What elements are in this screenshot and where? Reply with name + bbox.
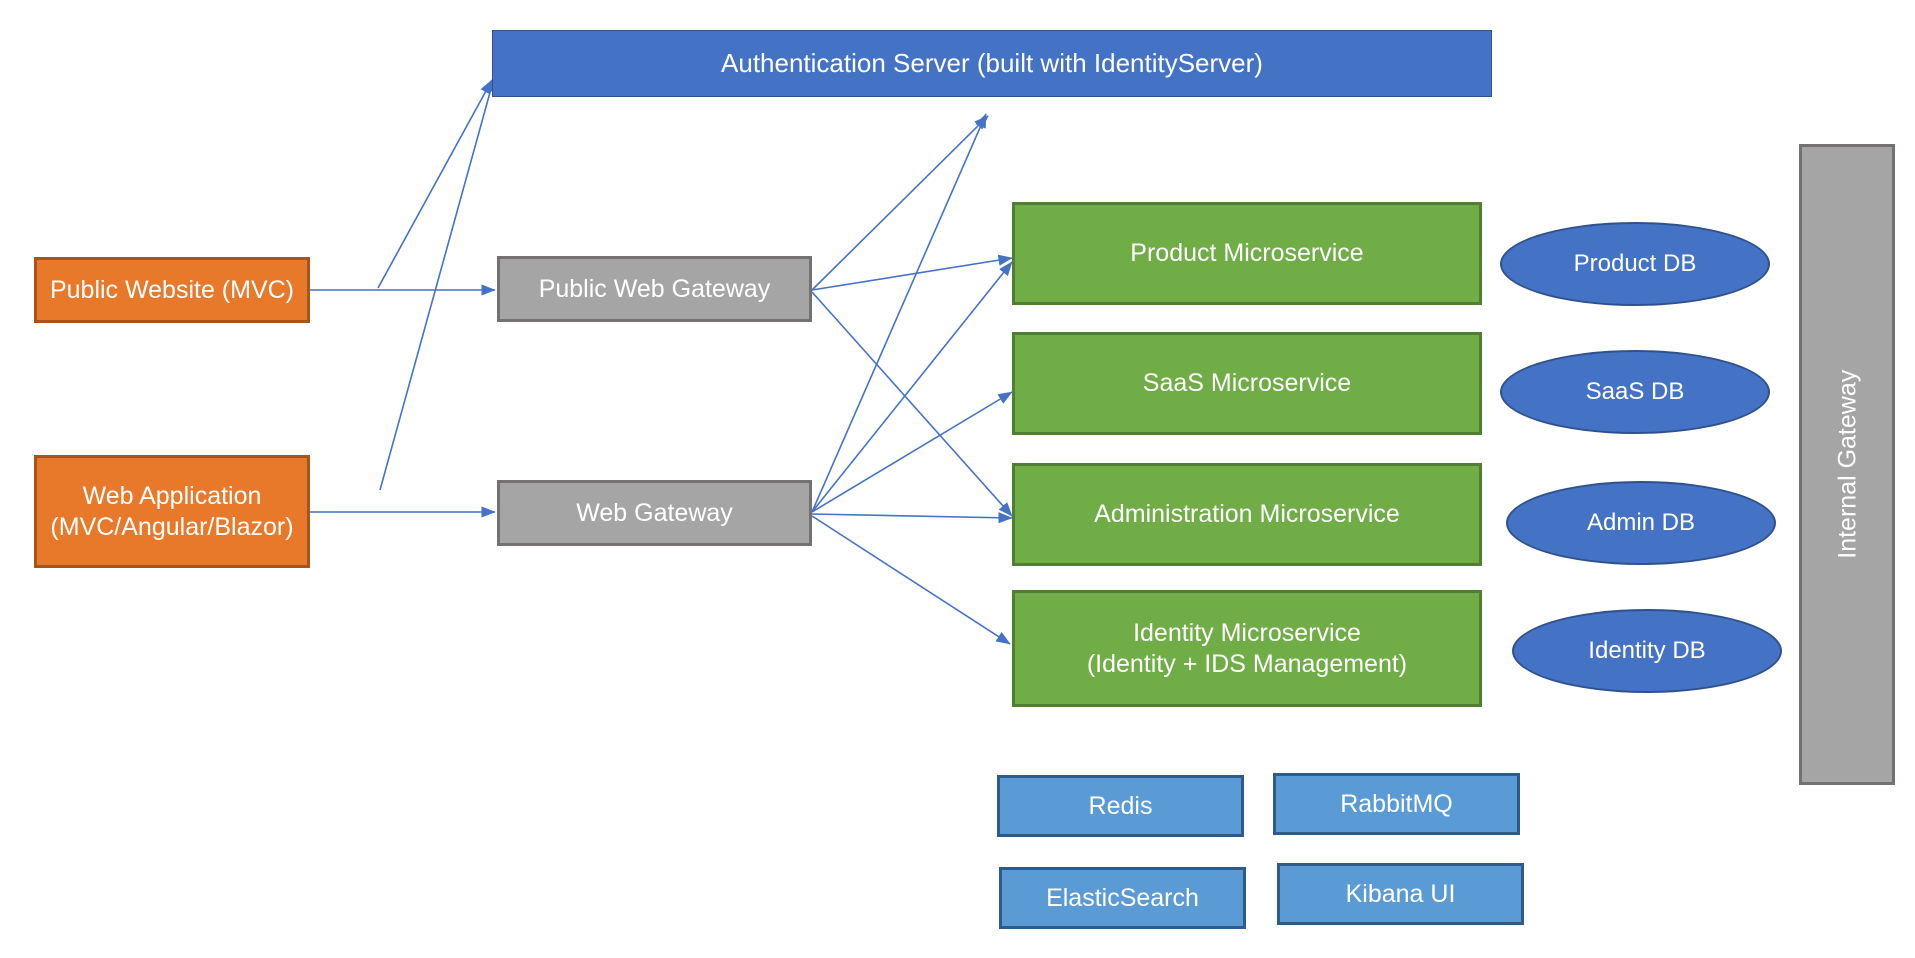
node-database-saas[interactable]: SaaS DB <box>1500 350 1770 434</box>
node-database-admin[interactable]: Admin DB <box>1506 481 1776 565</box>
arrow-public-website-to-auth-server <box>377 79 493 289</box>
arrow-public-web-gateway-to-auth-server <box>811 115 989 291</box>
node-infrastructure-kibana-label: Kibana UI <box>1345 879 1456 908</box>
node-infrastructure-rabbitmq-label: RabbitMQ <box>1340 789 1453 818</box>
node-public-web-gateway[interactable]: Public Web Gateway <box>497 256 812 322</box>
node-web-gateway-label: Web Gateway <box>576 498 733 527</box>
node-infrastructure-redis[interactable]: Redis <box>997 775 1244 837</box>
node-web-gateway[interactable]: Web Gateway <box>497 480 812 546</box>
node-microservice-product-label: Product Microservice <box>1130 239 1364 268</box>
node-infrastructure-redis-label: Redis <box>1088 791 1153 820</box>
node-microservice-administration-label: Administration Microservice <box>1094 500 1400 529</box>
node-infrastructure-rabbitmq[interactable]: RabbitMQ <box>1273 773 1520 835</box>
node-public-website-label: Public Website (MVC) <box>49 275 295 304</box>
arrow-web-gateway-to-auth-server <box>811 113 987 513</box>
arrow-web-gateway-to-saas-microservice <box>811 391 1013 513</box>
node-database-identity[interactable]: Identity DB <box>1512 609 1782 693</box>
arrow-web-gateway-to-product-microservice <box>811 261 1013 513</box>
arrow-web-gateway-to-administration-microservice <box>811 512 1013 524</box>
node-public-website[interactable]: Public Website (MVC) <box>34 257 310 323</box>
node-authentication-server[interactable]: Authentication Server (built with Identi… <box>492 30 1492 97</box>
node-infrastructure-kibana[interactable]: Kibana UI <box>1277 863 1524 925</box>
arrow-public-web-gateway-to-administration-microservice <box>811 291 1013 517</box>
arrow-web-gateway-to-identity-microservice <box>811 515 1011 645</box>
node-microservice-administration[interactable]: Administration Microservice <box>1012 463 1482 566</box>
node-web-application[interactable]: Web Application (MVC/Angular/Blazor) <box>34 455 310 568</box>
node-web-application-label: Web Application (MVC/Angular/Blazor) <box>50 482 294 541</box>
node-microservice-saas[interactable]: SaaS Microservice <box>1012 332 1482 435</box>
node-infrastructure-elasticsearch-label: ElasticSearch <box>1046 883 1199 912</box>
arrow-public-web-gateway-to-product-microservice <box>811 254 1013 291</box>
node-microservice-saas-label: SaaS Microservice <box>1142 369 1352 398</box>
node-public-web-gateway-label: Public Web Gateway <box>538 274 771 303</box>
arrow-web-application-to-auth-server <box>379 77 496 491</box>
node-database-product[interactable]: Product DB <box>1500 222 1770 306</box>
node-internal-gateway[interactable]: Internal Gateway <box>1799 144 1895 785</box>
node-microservice-identity[interactable]: Identity Microservice (Identity + IDS Ma… <box>1012 590 1482 707</box>
node-infrastructure-elasticsearch[interactable]: ElasticSearch <box>999 867 1246 929</box>
node-microservice-identity-label: Identity Microservice (Identity + IDS Ma… <box>1086 619 1408 678</box>
node-internal-gateway-label: Internal Gateway <box>1832 370 1861 559</box>
node-database-product-label: Product DB <box>1573 250 1697 278</box>
node-authentication-server-label: Authentication Server (built with Identi… <box>721 47 1263 78</box>
node-database-admin-label: Admin DB <box>1586 509 1696 537</box>
node-database-saas-label: SaaS DB <box>1585 378 1685 406</box>
node-microservice-product[interactable]: Product Microservice <box>1012 202 1482 305</box>
node-database-identity-label: Identity DB <box>1588 637 1706 665</box>
